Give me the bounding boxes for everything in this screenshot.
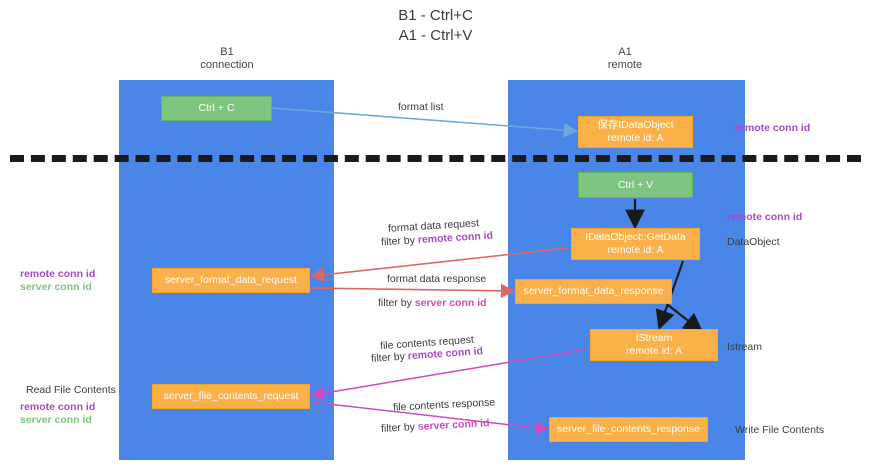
box-ctrl-c-label: Ctrl + C xyxy=(198,102,235,114)
annotation-istream-text: Istream xyxy=(727,341,763,353)
column-header-a1: A1 remote xyxy=(530,46,720,72)
column-header-b1: B1 connection xyxy=(142,46,312,72)
box-istream-line1: IStream xyxy=(635,332,673,344)
box-save-idataobject-line2: remote id: A xyxy=(607,132,664,144)
phase-divider xyxy=(10,155,861,162)
filter-prefix: filter by xyxy=(370,350,409,365)
box-server-file-contents-request-label: server_file_contents_request xyxy=(163,390,299,402)
box-getdata-line2: remote id: A xyxy=(607,244,664,256)
box-server-format-data-response[interactable]: server_format_data_response xyxy=(515,279,672,304)
box-server-format-data-response-label: server_format_data_response xyxy=(523,285,664,297)
annotation-write-file-contents-text: Write File Contents xyxy=(735,424,825,436)
box-idataobject-getdata[interactable]: IDataObject::GetData remote id: A xyxy=(571,228,700,260)
edge-label-file-contents-response: file contents response xyxy=(393,395,496,414)
annotation-conn-ids-lower: remote conn id server conn id xyxy=(20,401,95,427)
annotation-conn-ids-upper: remote conn id server conn id xyxy=(20,268,95,294)
filter-prefix: filter by xyxy=(380,234,419,249)
annotation-remote-conn-id-mid-text: remote conn id xyxy=(727,211,803,223)
filter-key-server-conn-id: server conn id xyxy=(417,417,490,433)
box-server-file-contents-response-label: server_file_contents_response xyxy=(556,423,700,435)
annotation-dataobject: DataObject xyxy=(727,236,780,249)
edge-label-file-contents-response-text: file contents response xyxy=(392,396,496,414)
annotation-read-file-contents: Read File Contents xyxy=(26,384,116,397)
annotation-read-file-contents-text: Read File Contents xyxy=(26,384,116,396)
box-server-format-data-request-label: server_format_data_request xyxy=(165,274,297,286)
filter-key-remote-conn-id: remote conn id xyxy=(407,345,484,363)
page-title: B1 - Ctrl+C A1 - Ctrl+V xyxy=(0,6,871,46)
annotation-server-conn-id-left-2: server conn id xyxy=(20,414,92,426)
column-header-a1-name: A1 xyxy=(618,46,632,58)
edge-label-format-list: format list xyxy=(398,100,444,114)
annotation-remote-conn-id-top-text: remote conn id xyxy=(735,122,811,134)
arrow-format-data-response xyxy=(309,283,516,299)
annotation-server-conn-id-left-1: server conn id xyxy=(20,281,92,293)
annotation-dataobject-text: DataObject xyxy=(727,236,780,248)
box-ctrl-c[interactable]: Ctrl + C xyxy=(161,96,272,121)
edge-label-format-data-response-text: format data response xyxy=(387,273,487,285)
box-istream-line2: remote id: A xyxy=(625,345,683,357)
box-istream[interactable]: IStream remote id: A xyxy=(590,329,718,361)
annotation-remote-conn-id-left-2: remote conn id xyxy=(20,401,96,413)
filter-prefix: filter by xyxy=(380,420,419,435)
box-ctrl-v[interactable]: Ctrl + V xyxy=(578,172,693,198)
box-getdata-line1: IDataObject::GetData xyxy=(585,231,686,243)
annotation-remote-conn-id-top: remote conn id xyxy=(735,122,810,135)
filter-prefix: filter by xyxy=(378,297,415,309)
box-save-idataobject-line1: 保存IDataObject xyxy=(597,119,674,131)
annotation-write-file-contents: Write File Contents xyxy=(735,424,824,437)
title-line-2: A1 - Ctrl+V xyxy=(398,27,473,44)
edge-label-format-data-response: format data response xyxy=(387,272,486,286)
column-header-b1-name: B1 xyxy=(220,46,234,58)
annotation-istream: Istream xyxy=(727,341,762,354)
edge-label-format-list-text: format list xyxy=(398,101,444,113)
edge-label-format-data-response-filter: filter by server conn id xyxy=(378,296,487,310)
column-header-b1-role: connection xyxy=(200,59,254,71)
annotation-remote-conn-id-left-1: remote conn id xyxy=(20,268,96,280)
box-save-idataobject[interactable]: 保存IDataObject remote id: A xyxy=(578,116,693,148)
box-ctrl-v-label: Ctrl + V xyxy=(617,178,654,191)
filter-key-server-conn-id: server conn id xyxy=(414,297,487,309)
box-server-file-contents-response[interactable]: server_file_contents_response xyxy=(549,417,708,442)
box-server-file-contents-request[interactable]: server_file_contents_request xyxy=(152,384,310,409)
edge-label-file-contents-response-filter: filter by server conn id xyxy=(381,416,490,436)
column-header-a1-role: remote xyxy=(607,59,643,71)
filter-key-remote-conn-id: remote conn id xyxy=(417,229,494,247)
box-server-format-data-request[interactable]: server_format_data_request xyxy=(152,268,310,293)
annotation-remote-conn-id-mid: remote conn id xyxy=(727,211,802,224)
title-line-1: B1 - Ctrl+C xyxy=(398,7,473,24)
